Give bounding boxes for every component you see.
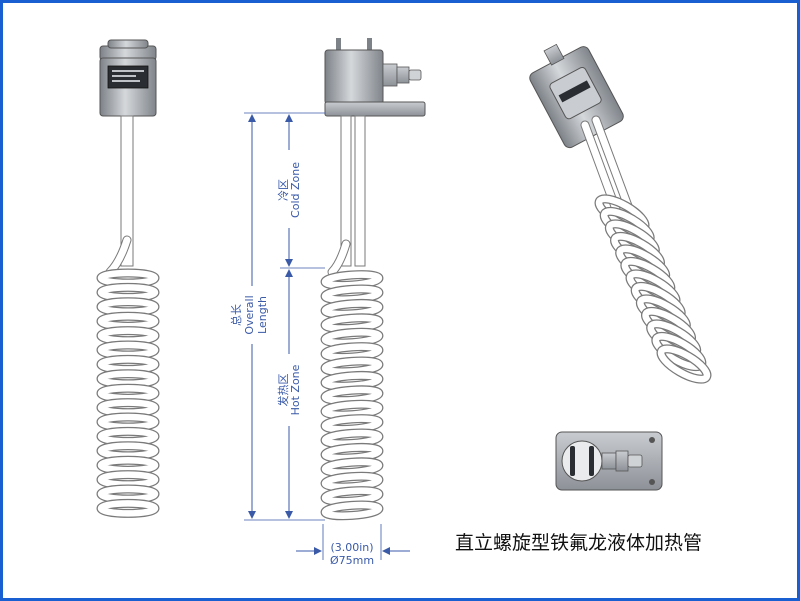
overall-en-2: Length (256, 296, 269, 334)
front-coil (96, 268, 160, 518)
bottom-hole-1 (649, 437, 655, 443)
persp-coil (594, 194, 712, 384)
front-head-screw (107, 39, 149, 49)
front-stem-tube (120, 115, 134, 267)
perspective-view (529, 43, 712, 384)
bottom-head-circle (561, 440, 603, 482)
overall-en-1: Overall (243, 295, 256, 334)
bottom-slot-right (589, 446, 594, 476)
product-title: 直立螺旋型铁氟龙液体加热管 (455, 532, 703, 554)
nameplate-line-3 (112, 80, 140, 82)
hot-zone-cn: 发热区 (276, 374, 290, 407)
overall-cn: 总长 (229, 304, 243, 326)
hot-zone-en: Hot Zone (289, 364, 302, 415)
bottom-gland-nut (601, 452, 617, 470)
side-post-left (336, 38, 341, 52)
nameplate-line-2 (112, 75, 136, 77)
side-coil (320, 270, 384, 521)
dimension-lines: 冷区 Cold Zone 总长 Overall Length 发热区 Hot Z… (228, 112, 410, 567)
bottom-gland-cap (615, 450, 629, 472)
bottom-slot-left (570, 446, 575, 476)
nameplate-line-1 (112, 70, 144, 72)
diameter-in: (3.00in) (330, 541, 373, 554)
persp-nameplate (558, 80, 591, 103)
side-stem-tube-2 (354, 115, 366, 267)
side-flange (324, 101, 426, 117)
side-head-body (324, 49, 384, 105)
cold-zone-en: Cold Zone (289, 162, 302, 218)
persp-gland (543, 43, 565, 66)
bottom-gland-tip (627, 454, 643, 468)
diameter-mm: Ø75mm (330, 554, 374, 567)
side-gland-nut (382, 63, 398, 87)
front-view (96, 39, 160, 518)
side-post-right (367, 38, 372, 52)
cold-zone-cn: 冷区 (277, 179, 290, 201)
bottom-view (555, 431, 663, 491)
side-view (320, 38, 426, 521)
bottom-hole-2 (649, 479, 655, 485)
side-gland-cap (396, 66, 410, 84)
side-stem-tube-1 (340, 115, 352, 267)
side-gland-tip (408, 69, 422, 81)
